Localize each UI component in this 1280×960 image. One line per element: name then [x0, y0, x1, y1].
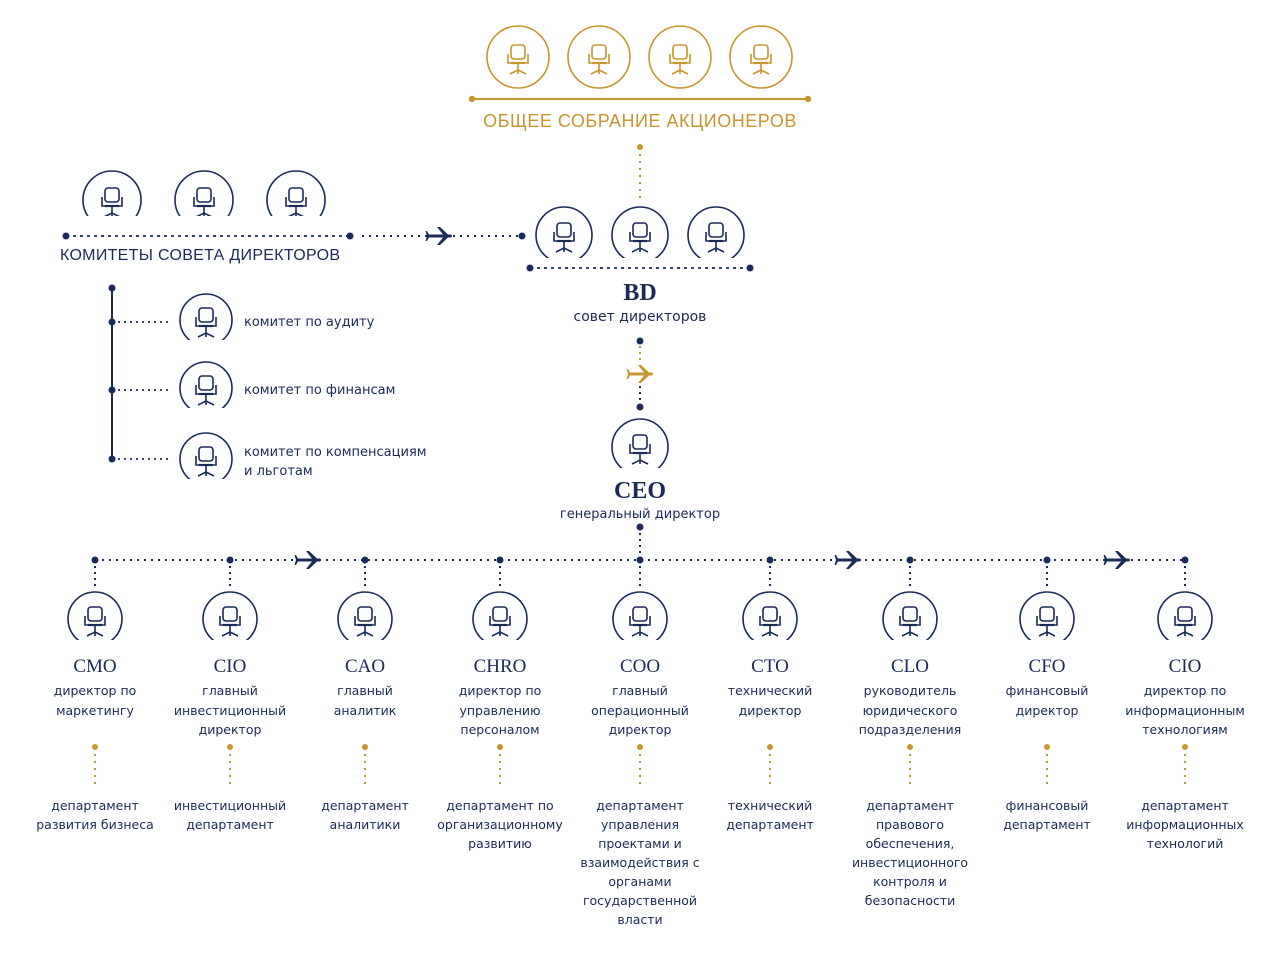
department-label: департамент правового обеспечения, инвес… — [851, 798, 969, 908]
department-label: департамент развития бизнеса — [36, 798, 154, 832]
exec-bus-node — [1181, 556, 1189, 564]
exec-bus-node — [226, 556, 234, 564]
exec-abbr: CAO — [344, 656, 386, 677]
exec-title: главный инвестиционный директор — [173, 683, 287, 737]
committee-finance-label: комитет по финансам — [244, 383, 396, 398]
finance-committee-icon — [179, 361, 233, 415]
shareholders-title: ОБЩЕЕ СОБРАНИЕ АКЦИОНЕРОВ — [483, 111, 797, 131]
department-label: департамент информационных технологий — [1126, 798, 1244, 851]
audit-committee-icon — [179, 293, 233, 347]
exec-abbr: CLO — [891, 656, 929, 677]
board-seat-icon — [611, 206, 669, 264]
department-connector-dot — [92, 744, 98, 750]
exec-title: директор по управлению персоналом — [458, 683, 542, 737]
department-connector-dot — [907, 744, 913, 750]
icon-mask — [196, 640, 264, 650]
department-label: финансовый департамент — [1003, 798, 1091, 832]
office-chair-icon — [612, 591, 668, 647]
shareholder-seat-icon — [648, 25, 712, 89]
office-chair-icon — [67, 591, 123, 647]
department-connector-dot — [1044, 744, 1050, 750]
committee-audit-label: комитет по аудиту — [244, 315, 375, 330]
board-title: совет директоров — [573, 309, 707, 325]
office-chair-icon — [472, 591, 528, 647]
exec-bus-node — [906, 556, 914, 564]
exec-title: директор по информационным технологиям — [1125, 683, 1245, 737]
exec-title: руководитель юридического подразделения — [858, 683, 962, 737]
office-chair-icon — [742, 591, 798, 647]
office-chair-icon — [882, 591, 938, 647]
exec-bus-node — [636, 556, 644, 564]
department-label: технический департамент — [726, 798, 814, 832]
icon-mask — [61, 640, 129, 650]
icon-mask — [736, 640, 804, 650]
committee-compensation-label: комитет по компенсациям и льготам — [244, 445, 427, 479]
airplane-icon — [834, 551, 861, 569]
department-label: инвестиционный департамент — [173, 798, 287, 832]
office-chair-icon — [1157, 591, 1213, 647]
airplane-icon — [425, 227, 452, 245]
exec-bus-node — [766, 556, 774, 564]
office-chair-icon — [202, 591, 258, 647]
exec-abbr: CIO — [1168, 656, 1202, 677]
department-connector-dot — [227, 744, 233, 750]
shareholder-seat-icon — [486, 25, 550, 89]
exec-abbr: COO — [619, 656, 661, 677]
icon-mask — [876, 640, 944, 650]
exec-title: главный операционный директор — [591, 683, 689, 737]
ceo-seat-icon — [611, 418, 669, 476]
airplane-icon — [1103, 551, 1130, 569]
department-connector-dot — [767, 744, 773, 750]
board-seats — [535, 206, 745, 264]
board-abbr: BD — [623, 280, 657, 306]
ceo-abbr: CEO — [613, 478, 666, 504]
department-connector-dot — [637, 744, 643, 750]
exec-title: технический директор — [727, 683, 813, 718]
exec-bus-node — [91, 556, 99, 564]
icon-mask — [466, 640, 534, 650]
exec-abbr: CFO — [1028, 656, 1066, 677]
airplane-icon — [626, 365, 653, 383]
board-seat-icon — [535, 206, 593, 264]
shareholder-seats — [486, 25, 793, 89]
office-chair-icon — [1019, 591, 1075, 647]
icon-mask — [1151, 640, 1219, 650]
airplane-icon — [294, 551, 321, 569]
compensation-committee-icon — [179, 432, 233, 486]
department-connector-dot — [497, 744, 503, 750]
exec-abbr: CTO — [751, 656, 789, 677]
icon-mask — [606, 640, 674, 650]
exec-bus-node — [1043, 556, 1051, 564]
exec-title: главный аналитик — [333, 683, 397, 718]
exec-abbr: CIO — [213, 656, 247, 677]
exec-title: директор по маркетингу — [53, 683, 137, 718]
exec-bus-node — [496, 556, 504, 564]
department-connector-dot — [1182, 744, 1188, 750]
board-seat-icon — [687, 206, 745, 264]
shareholder-seat-icon — [729, 25, 793, 89]
icon-mask — [331, 640, 399, 650]
exec-title: финансовый директор — [1005, 683, 1089, 718]
shareholder-seat-icon — [567, 25, 631, 89]
icon-mask — [1013, 640, 1081, 650]
office-chair-icon — [337, 591, 393, 647]
department-label: департамент управления проектами и взаим… — [580, 798, 700, 927]
exec-abbr: CMO — [73, 656, 117, 677]
department-label: департамент по организационному развитию — [437, 798, 563, 851]
exec-bus-node — [361, 556, 369, 564]
ceo-title: генеральный директор — [559, 507, 721, 522]
department-connector-dot — [362, 744, 368, 750]
committees-title: КОМИТЕТЫ СОВЕТА ДИРЕКТОРОВ — [60, 247, 341, 264]
department-label: департамент аналитики — [321, 798, 409, 832]
exec-abbr: CHRO — [473, 656, 527, 677]
